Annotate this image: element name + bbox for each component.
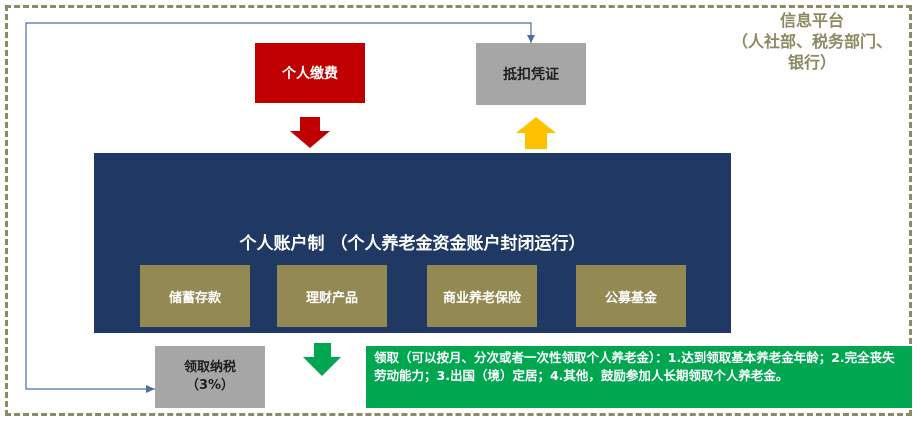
platform-title: 信息平台 bbox=[779, 11, 844, 30]
platform-subtitle-1: （人社部、税务部门、 bbox=[731, 32, 892, 51]
withdrawal-conditions-note: 领取（可以按月、分次或者一次性领取个人养老金）：1.达到领取基本养老金年龄；2.… bbox=[366, 346, 912, 408]
product-public-fund: 公募基金 bbox=[576, 265, 686, 327]
flow-arrowhead-left bbox=[146, 385, 155, 393]
platform-subtitle-2: 银行） bbox=[787, 53, 836, 72]
flow-arrowhead-down bbox=[527, 35, 535, 43]
product-savings: 储蓄存款 bbox=[140, 265, 250, 327]
info-platform-label: 信息平台 （人社部、税务部门、 银行） bbox=[712, 10, 912, 73]
withdrawal-tax-rate: （3%） bbox=[185, 378, 235, 393]
withdrawal-tax-label: 领取纳税 bbox=[183, 360, 236, 375]
up-arrow-gold bbox=[516, 117, 556, 149]
deduction-voucher-box: 抵扣凭证 bbox=[476, 43, 586, 105]
personal-payment-box: 个人缴费 bbox=[255, 43, 365, 103]
withdrawal-tax-box: 领取纳税 （3%） bbox=[155, 346, 265, 408]
product-commercial-pension-insurance: 商业养老保险 bbox=[427, 265, 537, 327]
platform-frame bbox=[5, 5, 912, 416]
flow-line-tax-to-deduction bbox=[25, 22, 532, 390]
personal-account-title: 个人账户制 （个人养老金资金账户封闭运行） bbox=[239, 234, 586, 254]
down-arrow-red bbox=[290, 117, 330, 148]
down-arrow-green bbox=[303, 343, 341, 376]
product-wealth-management: 理财产品 bbox=[277, 265, 387, 327]
